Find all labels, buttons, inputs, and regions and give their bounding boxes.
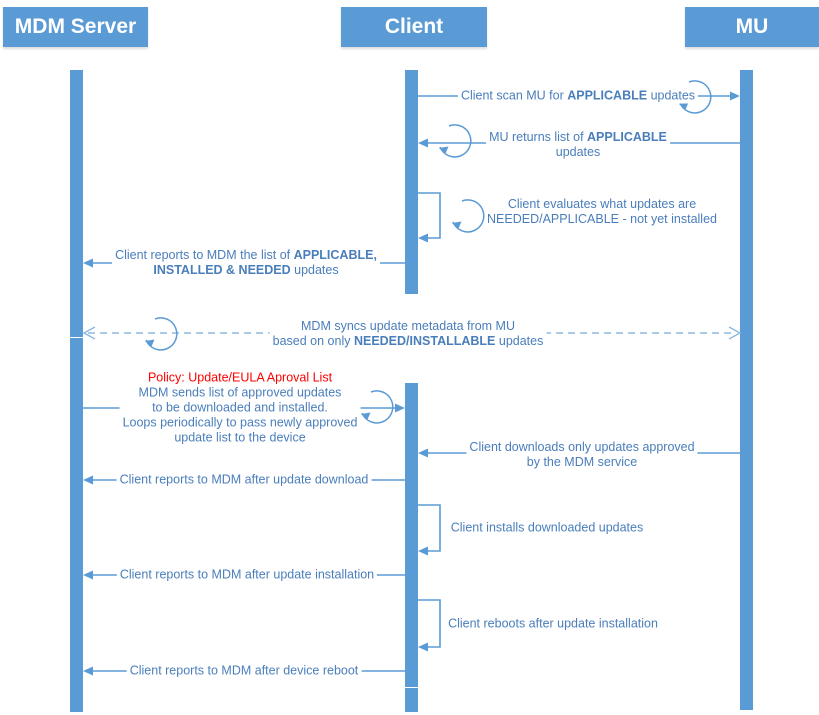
message-arrow-evaluate-self — [418, 192, 441, 243]
arrow-line — [418, 504, 441, 552]
message-label-report-download: Client reports to MDM after update downl… — [116, 472, 372, 488]
arrow-head — [83, 666, 93, 676]
label-text-bold: APPLICABLE — [587, 130, 667, 144]
message-arrow-install-self — [418, 504, 441, 556]
label-text: updates — [495, 334, 544, 348]
label-line: MU returns list of APPLICABLE — [489, 130, 667, 145]
message-arrow-sync — [82, 326, 742, 340]
lifeline-mu — [740, 70, 753, 710]
label-line: Client evaluates what updates are — [507, 197, 697, 211]
label-text-bold: INSTALLED & NEEDED — [153, 263, 291, 277]
message-label-evaluate: Client evaluates what updates are NEEDED… — [484, 197, 720, 227]
label-line: NEEDED/APPLICABLE - not yet installed — [487, 212, 717, 226]
actor-box-mdm-server: MDM Server — [3, 7, 148, 47]
label-line: based on only NEEDED/INSTALLABLE updates — [273, 334, 544, 349]
label-line: Client reports to MDM the list of APPLIC… — [115, 248, 377, 263]
message-label-install: Client installs downloaded updates — [450, 520, 644, 535]
label-text: based on only — [272, 334, 354, 348]
label-line: Client downloads only updates approved — [469, 440, 695, 454]
message-label-scan: Client scan MU for APPLICABLE updates — [457, 88, 699, 104]
lifeline-client-segment-2 — [405, 383, 418, 687]
label-line: INSTALLED & NEEDED updates — [115, 263, 377, 278]
message-label-report-reboot: Client reports to MDM after device reboo… — [126, 663, 362, 679]
label-text: updates — [647, 88, 696, 103]
lifeline-client-segment-3 — [405, 688, 418, 712]
lifeline-mdm-server-segment-2 — [70, 338, 83, 712]
message-label-report-install: Client reports to MDM after update insta… — [116, 567, 378, 583]
message-label-reboot: Client reboots after update installation — [448, 616, 658, 631]
arrow-head — [83, 570, 93, 580]
iteration-loop-icon-policy — [360, 390, 394, 424]
arrow-head — [418, 642, 428, 652]
policy-title: Policy: Update/EULA Aproval List — [147, 370, 333, 385]
label-text: Client reports to MDM the list of — [115, 248, 294, 262]
label-line: by the MDM service — [526, 455, 638, 469]
arrow-head — [418, 138, 428, 148]
arrow-head — [83, 258, 93, 268]
label-text: Client scan MU for — [460, 88, 568, 103]
arrow-head — [418, 233, 428, 243]
arrow-head-right — [728, 326, 742, 340]
label-text-bold: APPLICABLE, — [293, 248, 377, 262]
iteration-loop-icon-return — [438, 124, 472, 158]
arrow-head — [83, 475, 93, 485]
arrow-head — [418, 546, 428, 556]
actor-box-client: Client — [341, 7, 487, 47]
label-line: to be downloaded and installed. — [152, 400, 328, 415]
lifeline-mdm-server-segment-1 — [70, 70, 83, 337]
arrow-head — [730, 91, 740, 101]
label-text-bold: NEEDED/INSTALLABLE — [353, 334, 496, 348]
message-arrow-reboot-self — [418, 599, 441, 652]
arrow-line — [418, 192, 441, 239]
label-line: updates — [555, 145, 601, 159]
lifeline-client-segment-1 — [405, 70, 418, 294]
actor-box-mu: MU — [685, 7, 819, 47]
arrow-head-left — [82, 326, 96, 340]
label-text: MU returns list of — [489, 130, 588, 144]
message-label-policy: Policy: Update/EULA Aproval List MDM sen… — [119, 370, 361, 446]
message-label-return: MU returns list of APPLICABLE updates — [486, 130, 670, 160]
arrow-head — [395, 403, 405, 413]
label-line: update list to the device — [174, 430, 306, 445]
label-line: MDM sends list of approved updates — [138, 385, 342, 400]
arrow-head — [418, 448, 428, 458]
label-line: MDM syncs update metadata from MU — [301, 319, 515, 333]
iteration-loop-icon-sync — [144, 317, 178, 351]
arrow-line — [418, 599, 441, 648]
label-text: updates — [290, 263, 339, 277]
label-line: Loops periodically to pass newly approve… — [122, 415, 358, 430]
iteration-loop-icon-evaluate — [451, 199, 485, 233]
message-label-report-list: Client reports to MDM the list of APPLIC… — [112, 248, 380, 278]
message-label-download: Client downloads only updates approved b… — [466, 440, 698, 470]
message-label-sync: MDM syncs update metadata from MU based … — [269, 319, 547, 349]
label-text-bold: APPLICABLE — [567, 88, 648, 103]
